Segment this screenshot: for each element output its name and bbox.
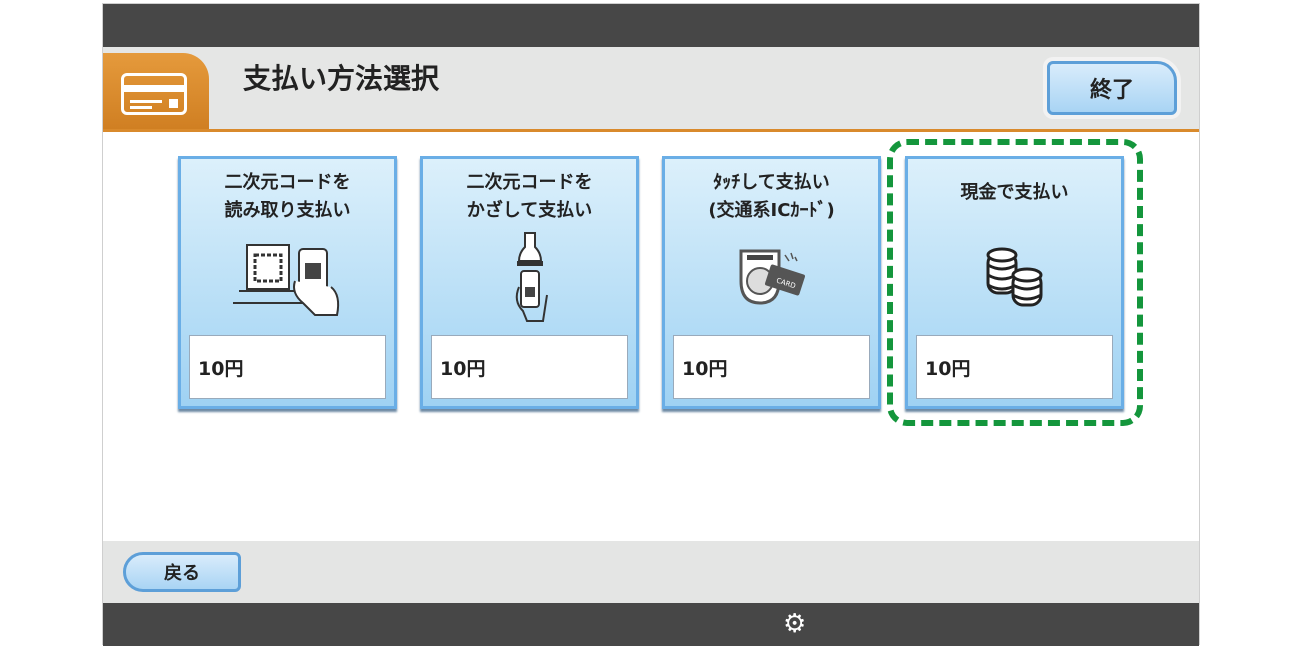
qr-scan-phone-icon [232,244,339,316]
tile-price: 10円 [189,335,386,399]
top-status-bar [103,4,1199,47]
tile-qr-scan[interactable]: 二次元コードを 読み取り支払い 10円 [178,156,397,409]
tile-label: 現金で支払い [960,182,1069,203]
header: 支払い方法選択 終了 [103,47,1199,132]
bottom-bar: 戻る [103,541,1199,603]
tile-label: ﾀｯﾁして支払い (交通系ICｶｰﾄﾞ) [708,172,835,221]
coins-icon [986,247,1042,307]
end-button[interactable]: 終了 [1047,61,1177,115]
tile-qr-present[interactable]: 二次元コードを かざして支払い 10円 [420,156,639,409]
gear-icon[interactable]: ⚙ [783,609,807,639]
tile-label: 二次元コードを 読み取り支払い [224,172,351,221]
page-title: 支払い方法選択 [243,62,440,95]
header-tab [103,53,209,129]
tile-price: 10円 [431,335,628,399]
ic-card-touch-icon: CARD [739,249,805,305]
footer-bar: ⚙ [103,603,1199,646]
qr-reader-phone-icon [515,232,548,322]
tile-label: 二次元コードを かざして支払い [466,172,593,221]
tile-price: 10円 [916,335,1113,399]
tile-ic-card[interactable]: ﾀｯﾁして支払い (交通系ICｶｰﾄﾞ) CARD 10円 [662,156,881,409]
selection-highlight [887,139,1143,426]
back-button[interactable]: 戻る [123,552,241,592]
tile-price: 10円 [673,335,870,399]
tile-cash[interactable]: 現金で支払い 10円 [905,156,1124,409]
credit-card-icon [121,73,187,115]
screen: 支払い方法選択 終了 二次元コードを 読み取り支払い 10円 二次元コードを か… [102,3,1200,646]
